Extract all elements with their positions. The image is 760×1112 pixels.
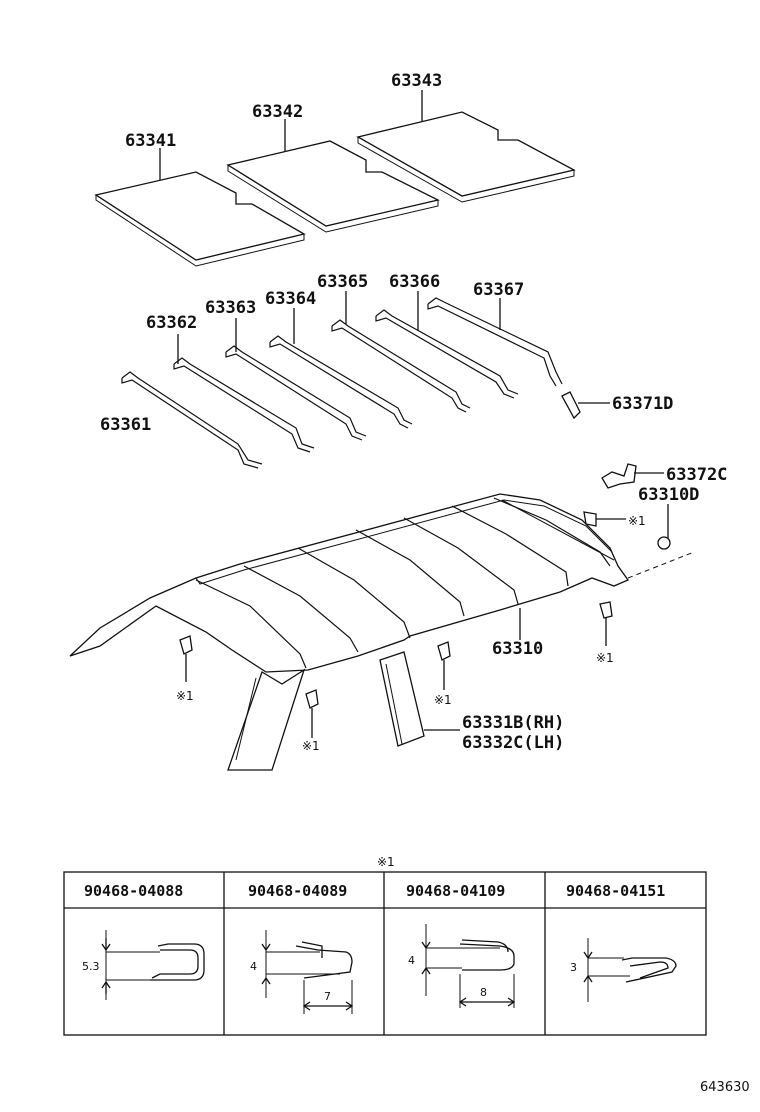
roof-headlining-63310: [69, 493, 695, 771]
clip-pillar: [305, 689, 319, 738]
clip-dim-4a: 3: [570, 961, 577, 974]
clip-part-no-1: 90468-04088: [84, 882, 183, 900]
bow-holder-63371D: [561, 391, 610, 420]
clip-part-no-2: 90468-04089: [248, 882, 347, 900]
clip-front-left: [179, 635, 193, 682]
clip-table-title: ※1: [377, 855, 395, 869]
clip-part-no-3: 90468-04109: [406, 882, 505, 900]
label-63342: 63342: [252, 102, 303, 122]
clip-center: [437, 641, 451, 690]
label-63310: 63310: [492, 639, 543, 659]
clip-table: [63, 871, 707, 1036]
label-63364: 63364: [265, 289, 316, 309]
roof-bow-63363: [225, 318, 367, 441]
label-63310D: 63310D: [638, 485, 699, 505]
label-63366: 63366: [389, 272, 440, 292]
label-63363: 63363: [205, 298, 256, 318]
cap-63310D: [657, 504, 671, 550]
clip-dim-2a: 4: [250, 960, 257, 973]
clip-mark-3: ※1: [434, 693, 452, 707]
clip-dim-3a: 4: [408, 954, 415, 967]
clip-dim-2b: 7: [324, 990, 331, 1003]
clip-mark-1: ※1: [176, 689, 194, 703]
clip-dim-1a: 5.3: [82, 960, 100, 973]
bracket-63372C: [601, 463, 664, 489]
roof-bow-63362: [173, 334, 315, 453]
label-63343: 63343: [391, 71, 442, 91]
clip-rear-lower: [599, 601, 613, 646]
pillar-garnish-63331B-63332C: [379, 651, 460, 747]
silencer-pad-63342: [226, 119, 440, 233]
label-63372C: 63372C: [666, 465, 727, 485]
label-63371D: 63371D: [612, 394, 673, 414]
silencer-pad-63341: [94, 148, 306, 267]
silencer-pad-63343: [356, 90, 576, 203]
clip-drawing-90468-04088: [101, 930, 205, 1000]
diagram-code: 643630: [700, 1080, 750, 1095]
clip-mark-5: ※1: [596, 651, 614, 665]
clip-dim-3b: 8: [480, 986, 487, 999]
roof-bow-63367: [427, 297, 563, 387]
label-63367: 63367: [473, 280, 524, 300]
label-63341: 63341: [125, 131, 176, 151]
roof-bow-63364: [269, 308, 413, 429]
roof-bow-63361: [121, 371, 263, 469]
clip-drawing-90468-04109: [421, 924, 516, 1008]
label-63331B: 63331B(RH): [462, 713, 564, 733]
roof-bow-63365: [331, 291, 471, 413]
clip-part-no-4: 90468-04151: [566, 882, 665, 900]
clip-mark-2: ※1: [302, 739, 320, 753]
label-63332C: 63332C(LH): [462, 733, 564, 753]
roof-bow-63366: [375, 291, 519, 399]
clip-mark-4: ※1: [628, 514, 646, 528]
clip-rear-upper: [583, 511, 626, 527]
label-63362: 63362: [146, 313, 197, 333]
clip-drawing-90468-04089: [261, 930, 354, 1014]
label-63361: 63361: [100, 415, 151, 435]
clip-drawing-90468-04151: [583, 938, 677, 1002]
label-63365: 63365: [317, 272, 368, 292]
